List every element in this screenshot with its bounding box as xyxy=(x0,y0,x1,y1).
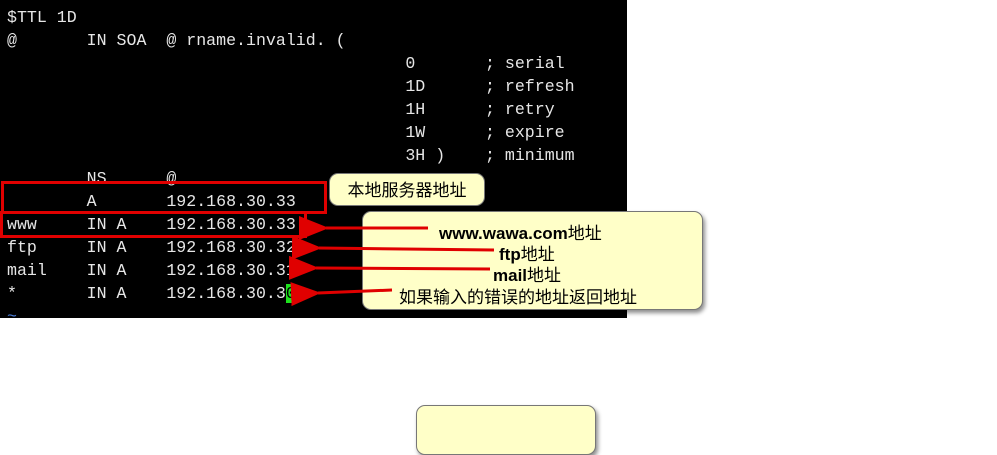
terminal-editor[interactable]: $TTL 1D @ IN SOA @ rname.invalid. ( 0 ; … xyxy=(0,0,627,318)
refresh-line: 1D ; refresh xyxy=(7,77,575,96)
www-domain: www.wawa.com xyxy=(439,224,568,243)
ftp-text: ftp xyxy=(499,245,521,264)
addr-text: 地址 xyxy=(527,266,562,285)
arrow-mail xyxy=(288,255,491,280)
minimum-line: 3H ) ; minimum xyxy=(7,146,575,165)
www-record-line: www IN A 192.168.30.33 xyxy=(7,215,296,234)
serial-line: 0 ; serial xyxy=(7,54,565,73)
callout-records: www.wawa.com地址 ftp地址 mail地址 如果输入的错误的地址返回… xyxy=(362,211,703,310)
arrow-wildcard xyxy=(290,282,393,307)
wildcard-label: 如果输入的错误的地址返回地址 xyxy=(399,288,637,307)
soa-line: @ IN SOA @ rname.invalid. ( xyxy=(7,31,346,50)
mail-record-line: mail IN A 192.168.30.31 xyxy=(7,261,296,280)
mail-label: mail地址 xyxy=(493,261,561,286)
ftp-label: ftp地址 xyxy=(499,240,555,265)
expire-line: 1W ; expire xyxy=(7,123,565,142)
a-record-line: A 192.168.30.33 xyxy=(7,192,296,211)
tilde-line: ~ xyxy=(7,307,17,318)
www-label: www.wawa.com地址 xyxy=(439,219,602,244)
ftp-record-line: ftp IN A 192.168.30.32 xyxy=(7,238,296,257)
arrows-layer xyxy=(288,216,495,307)
addr-text: 地址 xyxy=(520,245,555,264)
arrow-ftp xyxy=(291,235,495,260)
callout-local-server: 本地服务器地址 xyxy=(329,173,485,206)
ttl-line: $TTL 1D xyxy=(7,8,77,27)
mail-text: mail xyxy=(493,266,528,285)
addr-text: 地址 xyxy=(567,224,602,243)
retry-line: 1H ; retry xyxy=(7,100,555,119)
wildcard-text: * IN A 192.168.30.3 xyxy=(7,284,286,303)
